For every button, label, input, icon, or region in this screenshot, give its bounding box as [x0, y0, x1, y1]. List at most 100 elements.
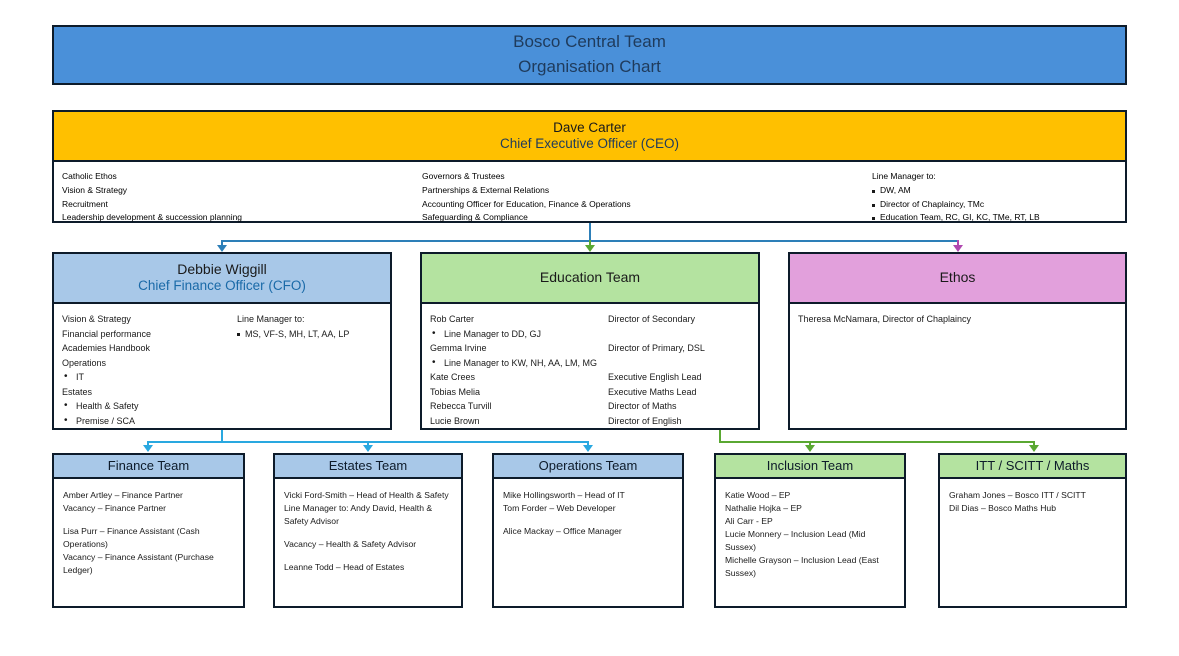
ceo-resp-item: Safeguarding & Compliance — [422, 212, 528, 223]
cfo-resp-item: Estates — [62, 386, 93, 397]
education-person-row: Tobias Melia Executive Maths Lead — [430, 385, 750, 400]
education-person-row: Kate Crees Executive English Lead — [430, 370, 750, 385]
ceo-line-manager-item: Director of Chaplaincy, TMc — [872, 198, 1117, 212]
ethos-title: Ethos — [939, 269, 976, 286]
node-finance-header: Finance Team — [54, 455, 243, 477]
connector-education-bus — [719, 441, 1035, 443]
cfo-line-manager-item: MS, VF-S, MH, LT, AA, LP — [237, 327, 382, 342]
inclusion-member: Ali Carr - EP — [725, 516, 773, 527]
node-cfo[interactable]: Debbie Wiggill Chief Finance Officer (CF… — [52, 252, 392, 430]
arrow-to-ethos — [953, 245, 963, 252]
education-person-name: Rob Carter — [430, 314, 475, 324]
node-finance-body: Amber Artley – Finance Partner Vacancy –… — [54, 479, 243, 587]
ethos-person: Theresa McNamara, Director of Chaplaincy — [798, 314, 972, 324]
education-person-role: Executive English Lead — [608, 372, 702, 383]
node-estates-header: Estates Team — [275, 455, 461, 477]
education-person-name: Gemma Irvine — [430, 343, 487, 354]
spacer — [284, 551, 452, 561]
cfo-responsibilities: Vision & Strategy Financial performance … — [62, 312, 237, 429]
connector-cfo-stem — [221, 430, 223, 443]
education-person-name: Kate Crees — [430, 372, 476, 383]
cfo-divider — [54, 302, 390, 304]
ceo-divider — [54, 160, 1125, 162]
itt-member: Dil Dias – Bosco Maths Hub — [949, 503, 1056, 514]
education-person-row: Rob Carter Director of Secondary — [430, 312, 750, 327]
ceo-line-manager-col: Line Manager to: DW, AM Director of Chap… — [872, 170, 1117, 225]
education-person-role: Director of English — [608, 416, 682, 427]
education-person-row: Gemma Irvine Director of Primary, DSL — [430, 341, 750, 356]
ceo-resp-item: Partnerships & External Relations — [422, 184, 550, 195]
connector-to-inclusion — [809, 441, 811, 447]
ceo-resp-item: Recruitment — [62, 198, 108, 209]
node-inclusion-team[interactable]: Inclusion Team Katie Wood – EP Nathalie … — [714, 453, 906, 608]
ceo-resp-item: Catholic Ethos — [62, 171, 117, 181]
node-operations-team[interactable]: Operations Team Mike Hollingsworth – Hea… — [492, 453, 684, 608]
cfo-resp-item: Vision & Strategy — [62, 314, 131, 324]
node-estates-team[interactable]: Estates Team Vicki Ford-Smith – Head of … — [273, 453, 463, 608]
inclusion-divider — [716, 477, 904, 479]
finance-member: Vacancy – Finance Partner — [63, 503, 167, 514]
inclusion-member: Katie Wood – EP — [725, 490, 791, 500]
education-person-note: Line Manager to KW, NH, AA, LM, MG — [430, 355, 750, 371]
arrow-to-itt — [1029, 445, 1039, 452]
operations-divider — [494, 477, 682, 479]
node-inclusion-header: Inclusion Team — [716, 455, 904, 477]
ceo-line-manager-heading: Line Manager to: — [872, 171, 936, 181]
ceo-resp-item: Governors & Trustees — [422, 171, 505, 181]
education-person-row: Rebecca Turvill Director of Maths — [430, 399, 750, 414]
node-ceo[interactable]: Dave Carter Chief Executive Officer (CEO… — [52, 110, 1127, 223]
node-education-team[interactable]: Education Team Rob Carter Director of Se… — [420, 252, 760, 430]
node-itt-body: Graham Jones – Bosco ITT / SCITT Dil Dia… — [940, 479, 1125, 525]
arrow-to-finance — [143, 445, 153, 452]
estates-member: Vacancy – Health & Safety Advisor — [284, 539, 417, 550]
node-ethos-body: Theresa McNamara, Director of Chaplaincy — [790, 304, 1125, 333]
node-ethos[interactable]: Ethos Theresa McNamara, Director of Chap… — [788, 252, 1127, 430]
education-person-name: Rebecca Turvill — [430, 401, 492, 412]
cfo-resp-item: IT — [62, 369, 237, 385]
ceo-line-manager-item: DW, AM — [872, 184, 1117, 198]
operations-team-title: Operations Team — [538, 458, 638, 474]
connector-to-finance — [147, 441, 149, 447]
connector-to-cfo — [221, 240, 223, 247]
connector-ceo-bus — [589, 240, 958, 242]
node-itt-scitt-maths[interactable]: ITT / SCITT / Maths Graham Jones – Bosco… — [938, 453, 1127, 608]
arrow-to-education — [585, 245, 595, 252]
estates-member: Leanne Todd – Head of Estates — [284, 562, 405, 573]
ethos-divider — [790, 302, 1125, 304]
node-operations-header: Operations Team — [494, 455, 682, 477]
connector-to-education — [589, 240, 591, 247]
node-ethos-header: Ethos — [790, 254, 1125, 302]
node-education-header: Education Team — [422, 254, 758, 302]
node-itt-header: ITT / SCITT / Maths — [940, 455, 1125, 477]
node-operations-body: Mike Hollingsworth – Head of IT Tom Ford… — [494, 479, 682, 548]
education-team-title: Education Team — [539, 269, 641, 286]
itt-member: Graham Jones – Bosco ITT / SCITT — [949, 490, 1086, 500]
ceo-responsibilities-col-1: Catholic Ethos Vision & Strategy Recruit… — [62, 170, 422, 225]
inclusion-member: Michelle Grayson – Inclusion Lead (East … — [725, 555, 879, 579]
education-person-row: Lucie Brown Director of English — [430, 414, 750, 429]
finance-team-title: Finance Team — [107, 458, 190, 474]
estates-member: Line Manager to: Andy David, Health & Sa… — [284, 503, 433, 527]
operations-member: Mike Hollingsworth – Head of IT — [503, 490, 625, 500]
connector-to-ethos — [957, 240, 959, 247]
education-divider — [422, 302, 758, 304]
node-education-body: Rob Carter Director of Secondary Line Ma… — [422, 304, 758, 435]
connector-education-stem — [719, 430, 721, 443]
finance-member: Amber Artley – Finance Partner — [63, 490, 183, 500]
education-person-role: Executive Maths Lead — [608, 386, 697, 397]
inclusion-member: Lucie Monnery – Inclusion Lead (Mid Suss… — [725, 529, 866, 553]
node-finance-team[interactable]: Finance Team Amber Artley – Finance Part… — [52, 453, 245, 608]
education-person-name: Lucie Brown — [430, 416, 480, 427]
arrow-to-cfo — [217, 245, 227, 252]
spacer — [503, 515, 673, 525]
ceo-name: Dave Carter — [553, 119, 626, 135]
cfo-resp-item: Financial performance — [62, 328, 152, 339]
cfo-resp-item: Premise / SCA — [62, 413, 237, 429]
spacer — [284, 528, 452, 538]
node-ceo-body: Catholic Ethos Vision & Strategy Recruit… — [54, 162, 1125, 229]
education-person-role: Director of Maths — [608, 401, 677, 412]
operations-member: Tom Forder – Web Developer — [503, 503, 616, 514]
ceo-resp-item: Vision & Strategy — [62, 184, 128, 195]
cfo-name: Debbie Wiggill — [177, 261, 267, 278]
